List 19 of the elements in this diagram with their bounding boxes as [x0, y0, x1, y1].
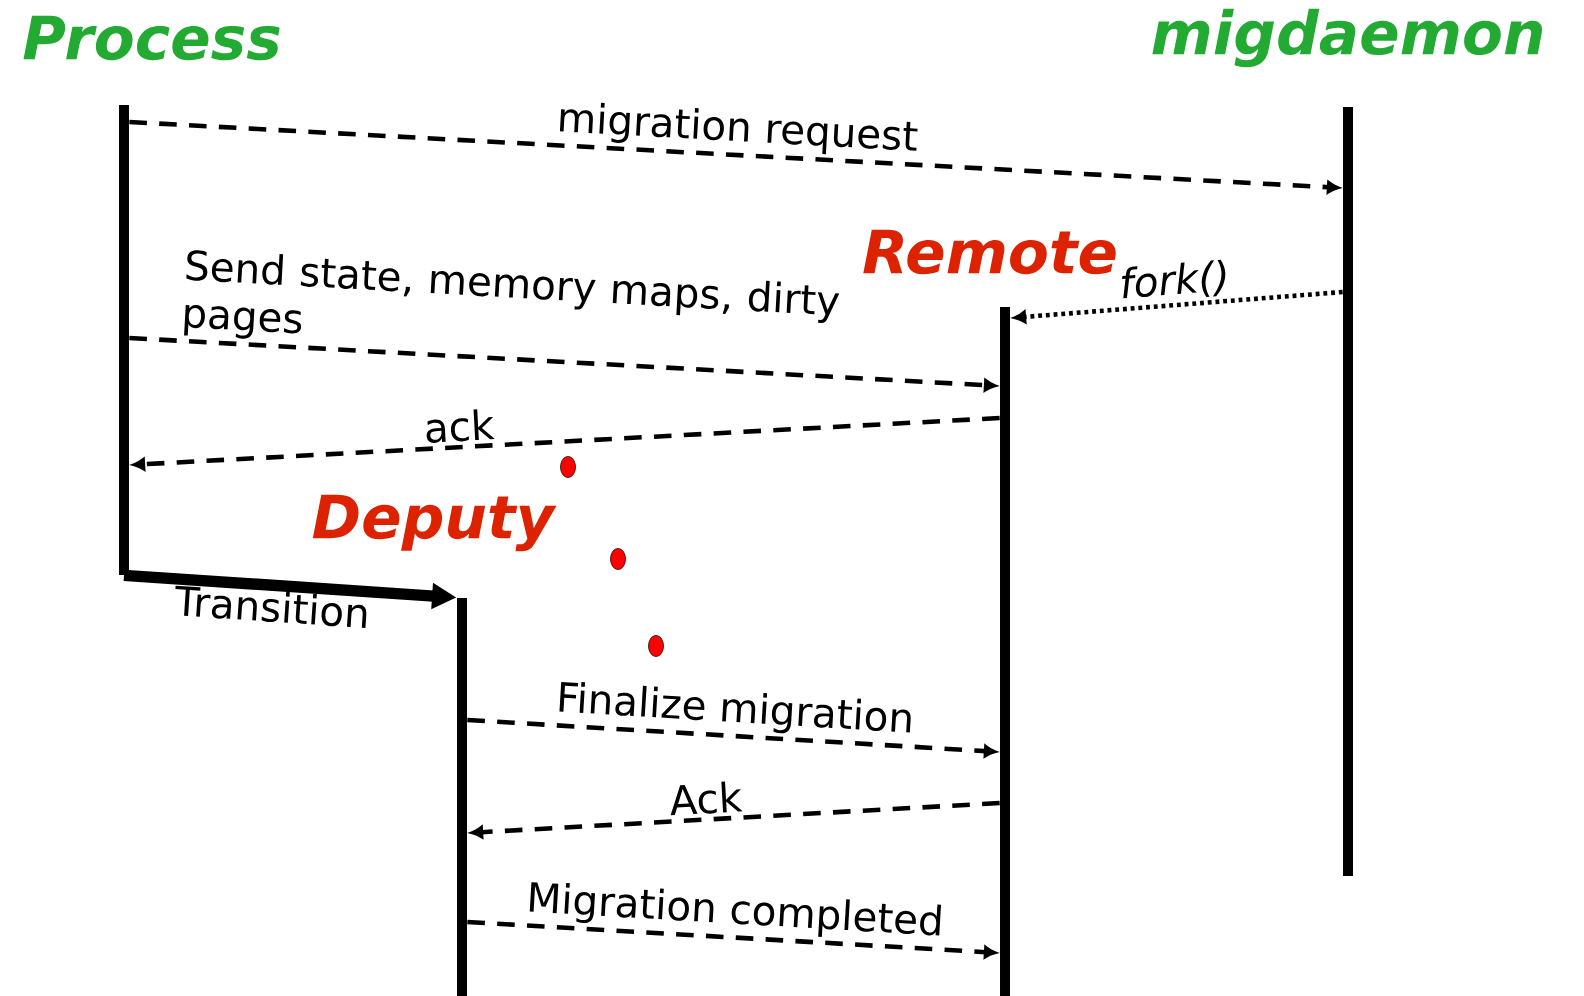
arrow: [467, 717, 997, 758]
arrow: [129, 119, 1340, 194]
edge-label: Migration completed: [529, 882, 941, 937]
edge-label: migration request: [559, 102, 918, 155]
arrow: [1013, 289, 1343, 324]
arrow: [129, 335, 997, 392]
arrow: [467, 919, 997, 959]
edge-label: ack: [426, 409, 495, 443]
arrow: [132, 415, 1000, 471]
edge-label: Finalize migration: [559, 682, 911, 734]
edge-label: fork(): [1122, 259, 1226, 299]
node-label: Deputy: [312, 494, 557, 552]
node-label: Process: [23, 15, 280, 61]
edge-label: Send state, memory maps, dirty pages: [184, 250, 840, 339]
edge-label: Transition: [175, 585, 367, 628]
node-label: migdaemon: [1152, 8, 1543, 68]
edge-label: Ack: [670, 781, 743, 816]
arrow: [470, 800, 1000, 839]
node-label: Remote: [863, 229, 1116, 275]
